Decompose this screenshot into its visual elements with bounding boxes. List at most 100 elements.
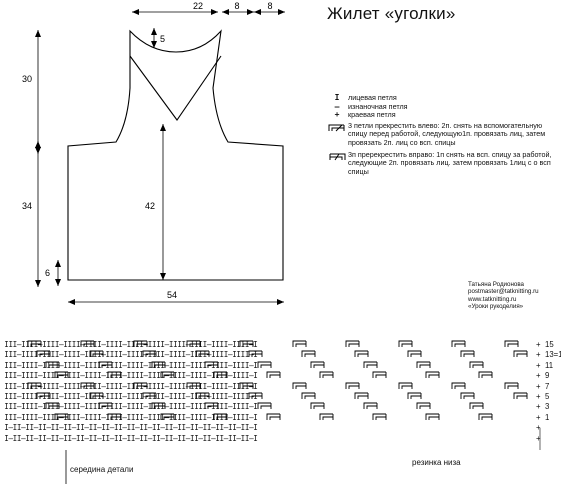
cross-left-icon: [363, 361, 378, 368]
cross-left-icon: [98, 402, 113, 410]
chart-row: III—IIII—IIII—IIII—IIII—IIII—IIII—IIII—I…: [0, 360, 258, 370]
cross-left-icon: [98, 361, 113, 368]
cross-left-icon: [133, 340, 148, 347]
knit-symbol: I: [334, 93, 340, 102]
author-email: postmaster@tatknitting.ru: [468, 288, 539, 296]
cross-left-icon: [160, 413, 175, 420]
cross-left-icon: [195, 392, 210, 399]
cross-left-icon: [248, 350, 263, 358]
legend-item: 3п пререкрестить вправо: 1п снять на всп…: [326, 149, 558, 177]
chart-row-number: 15: [545, 340, 554, 349]
credits: Татьяна Родионова postmaster@tatknitting…: [468, 281, 539, 310]
purl-symbol: —: [334, 101, 340, 111]
cross-left-icon: [45, 402, 60, 410]
edge-stitch-mark: +: [536, 371, 541, 381]
chart-row: I—II—II—II—II—II—II—II—II—II—II—II—II—II…: [0, 423, 258, 433]
cross-left-icon: [107, 371, 122, 379]
edge-stitch-mark: +: [536, 402, 541, 412]
cross-left-icon: [27, 340, 42, 347]
cross-left-icon: [292, 382, 307, 389]
cross-left-icon: [36, 392, 51, 399]
cross-left-icon: [257, 402, 272, 410]
v-neck-line: [129, 55, 222, 121]
cross-left-icon: [513, 350, 528, 358]
cross-left-icon: [469, 361, 484, 368]
cross-left-icon: [478, 371, 493, 379]
cross-left-icon: [239, 382, 254, 389]
cross-left-icon: [54, 413, 69, 420]
center-label: середина детали: [70, 465, 134, 474]
edge-stitch-mark: +: [536, 381, 541, 391]
chart-row: III—IIII—IIII—IIII—IIII—IIII—IIII—IIII—I…: [0, 371, 258, 381]
cross-left-icon: [213, 371, 228, 379]
cross-left-icon: [478, 413, 493, 420]
dim-ribbing-height: 6: [45, 268, 50, 278]
chart-row-number: 3: [545, 402, 550, 412]
legend-text: краевая петля: [348, 110, 396, 120]
chart-row: III—IIII—IIII—IIII—IIII—IIII—IIII—IIII—I…: [0, 402, 258, 412]
legend-item: 3 петли прекрестить влево: 2п. снять на …: [326, 120, 558, 148]
chart-cross-row: [54, 371, 493, 379]
dim-neck-width: 22: [193, 1, 203, 11]
cross-left-icon: [345, 340, 360, 347]
chart-cross-row: [45, 361, 484, 368]
edge-stitch-mark: +: [536, 360, 541, 370]
dim-armhole-height: 30: [22, 74, 32, 84]
cross-left-icon: [186, 340, 201, 347]
cross-left-icon: [45, 361, 60, 368]
cross-left-icon: [204, 402, 219, 410]
legend-text: 3 петли прекрестить влево: 2п. снять на …: [348, 120, 546, 147]
cross-left-icon: [80, 340, 95, 347]
dim-neck-depth: 5: [160, 34, 165, 44]
cross-left-icon: [301, 392, 316, 399]
chart-row-number: 7: [545, 381, 550, 391]
cross-left-icon: [257, 361, 272, 368]
chart-row: III—IIII—IIII—IIII—IIII—IIII—IIII—IIII—I…: [0, 412, 258, 422]
cross-left-icon: [469, 402, 484, 410]
legend-text: 3п пререкрестить вправо: 1п снять на всп…: [348, 149, 552, 176]
cross-left-icon: [398, 382, 413, 389]
dim-shoulder-right: 8: [267, 1, 272, 11]
cross-left-icon: [54, 371, 69, 379]
cross-left-icon: [326, 122, 348, 132]
cross-left-icon: [451, 340, 466, 347]
dim-bottom-width: 54: [167, 290, 177, 300]
cross-left-icon: [195, 350, 210, 358]
legend-item: + краевая петля: [326, 111, 558, 120]
chart-cross-row: [45, 402, 484, 410]
edge-stitch-mark: +: [536, 433, 541, 443]
cross-left-icon: [363, 402, 378, 410]
cross-left-icon: [372, 371, 387, 379]
dim-side-height: 34: [22, 201, 32, 211]
dim-shoulder-left: 8: [234, 1, 239, 11]
cross-left-icon: [89, 392, 104, 399]
edge-stitch-symbol: +: [334, 110, 340, 120]
author-site: www.tatknitting.ru: [468, 295, 517, 303]
chart-cross-row: [27, 382, 519, 389]
cross-right-icon: [326, 151, 348, 161]
author-name: Татьяна Родионова: [468, 281, 524, 288]
chart-row: III—IIII—IIII—IIII—IIII—IIII—IIII—IIII—I…: [0, 350, 258, 360]
chart-cross-row: [27, 340, 519, 347]
edge-stitch-mark: +: [536, 423, 541, 433]
edge-stitch-mark: +: [536, 340, 541, 349]
cross-left-icon: [345, 382, 360, 389]
cross-left-icon: [151, 402, 166, 410]
cross-left-icon: [292, 340, 307, 347]
dim-front-length: 42: [145, 201, 155, 211]
cross-left-icon: [513, 392, 528, 399]
cross-left-icon: [27, 382, 42, 389]
cross-left-icon: [319, 371, 334, 379]
cross-left-icon: [301, 350, 316, 358]
cross-left-icon: [310, 361, 325, 368]
edge-stitch-mark: +: [536, 412, 541, 422]
chart-cross-row: [36, 392, 528, 399]
cross-left-icon: [36, 350, 51, 358]
cross-left-icon: [354, 392, 369, 399]
cross-left-icon: [425, 371, 440, 379]
page-title: Жилет «уголки»: [327, 4, 456, 23]
cross-left-icon: [425, 413, 440, 420]
legend-text: лицевая петля: [348, 93, 397, 102]
